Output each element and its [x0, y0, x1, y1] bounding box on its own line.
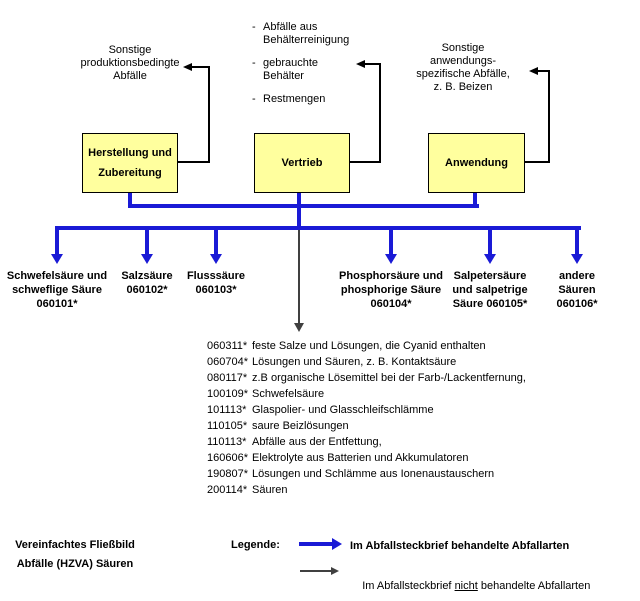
blue-down-arrow-icon — [51, 230, 63, 264]
gray-down-arrow-icon — [294, 323, 304, 332]
distribution-waste-list: Abfälle aus Behälterreinigung gebrauchte… — [252, 21, 352, 116]
connector-line — [191, 66, 210, 68]
blue-down-arrow-icon — [571, 230, 583, 264]
flow-line — [473, 193, 477, 208]
legend-heading: Legende: — [231, 539, 280, 551]
flow-line — [297, 193, 301, 230]
connector-line — [525, 161, 550, 163]
legend-blue-arrow-icon — [332, 538, 342, 550]
diagram-title: Vereinfachtes Fließbild Abfälle (HZVA) S… — [15, 539, 135, 570]
arrow-left-icon — [356, 60, 365, 68]
legend-gray-label: Im Abfallsteckbrief nicht behandelte Abf… — [362, 580, 591, 592]
process-box-vertrieb: Vertrieb — [254, 133, 350, 193]
flow-line-lower — [55, 226, 581, 230]
blue-down-arrow-icon — [385, 230, 397, 264]
waste-code-row: 060311*feste Salze und Lösungen, die Cya… — [207, 340, 486, 352]
blue-down-arrow-icon — [210, 230, 222, 264]
process-box-anwendung: Anwendung — [428, 133, 525, 193]
blue-down-arrow-icon — [141, 230, 153, 264]
waste-code-row: 200114*Säuren — [207, 484, 288, 496]
legend-blue-label: Im Abfallsteckbrief behandelte Abfallart… — [350, 540, 570, 552]
blue-down-arrow-icon — [484, 230, 496, 264]
list-item: gebrauchte Behälter — [252, 57, 352, 83]
waste-code-row: 160606*Elektrolyte aus Batterien und Akk… — [207, 452, 469, 464]
waste-code-row: 110105*saure Beizlösungen — [207, 420, 349, 432]
connector-line — [379, 63, 381, 163]
process-box-herstellung: Herstellung und Zubereitung — [82, 133, 178, 193]
flow-line — [128, 193, 132, 208]
list-item: Restmengen — [252, 93, 352, 106]
legend-gray-arrow-icon — [331, 567, 339, 575]
connector-line — [350, 161, 381, 163]
waste-code-row: 110113*Abfälle aus der Entfettung, — [207, 436, 382, 448]
connector-line — [537, 70, 550, 72]
waste-code-row: 100109*Schwefelsäure — [207, 388, 325, 400]
waste-code-row: 101113*Glaspolier- und Glasschleifschläm… — [207, 404, 434, 416]
arrow-left-icon — [529, 67, 538, 75]
waste-code-row: 190807*Lösungen und Schlämme aus Ionenau… — [207, 468, 495, 480]
waste-code-list: 060311*feste Salze und Lösungen, die Cya… — [207, 338, 537, 498]
waste-code-row: 060704*Lösungen und Säuren, z. B. Kontak… — [207, 356, 457, 368]
application-waste-label: Sonstige anwendungs- spezifische Abfälle… — [416, 42, 510, 93]
arrow-left-icon — [183, 63, 192, 71]
gray-down-arrow-line — [298, 230, 300, 323]
legend-blue-arrow-line — [299, 542, 332, 546]
list-item: Abfälle aus Behälterreinigung — [252, 21, 352, 47]
connector-line — [364, 63, 381, 65]
connector-line — [208, 66, 210, 163]
waste-code-row: 080117*z.B organische Lösemittel bei der… — [207, 372, 526, 384]
connector-line — [178, 161, 210, 163]
connector-line — [548, 70, 550, 163]
legend-gray-arrow-line — [300, 570, 331, 572]
production-waste-label: Sonstige produktionsbedingte Abfälle — [80, 44, 180, 82]
flow-line-upper — [128, 204, 479, 208]
